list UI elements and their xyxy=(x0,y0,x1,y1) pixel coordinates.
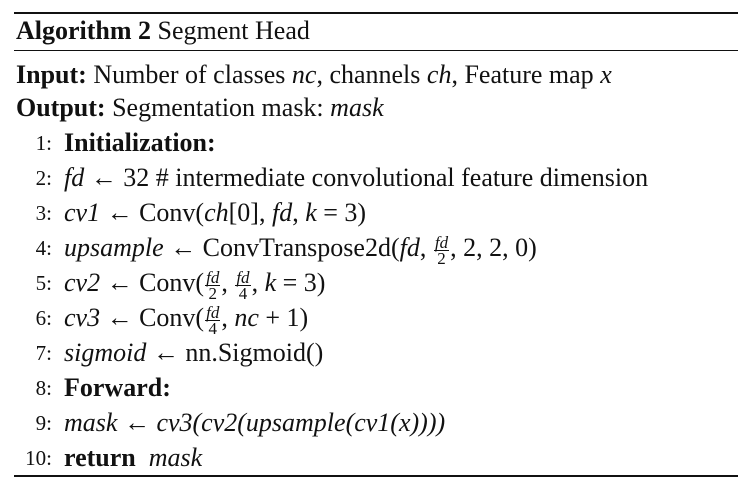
line-text: [0], xyxy=(228,198,272,227)
input-label: Input: xyxy=(16,60,87,89)
var-k: k xyxy=(305,198,317,227)
fraction-numerator: fd xyxy=(205,267,221,287)
algorithm-title: Algorithm 2 Segment Head xyxy=(16,16,310,46)
fraction-numerator: fd xyxy=(235,267,251,287)
function-name: nn.Sigmoid() xyxy=(185,338,324,367)
line-number: 2: xyxy=(35,166,52,190)
function-name: ConvTranspose2d( xyxy=(202,233,400,262)
var-fd: fd xyxy=(271,198,293,227)
line-text: , xyxy=(221,268,235,297)
line-text: + 1) xyxy=(258,303,309,332)
line-number: 4: xyxy=(35,236,52,260)
bottom-rule xyxy=(14,475,738,477)
fraction-numerator: fd xyxy=(433,232,450,252)
fraction-denominator: 2 xyxy=(437,248,446,268)
var-cv3: cv3 xyxy=(64,303,101,332)
input-text: , channels xyxy=(316,60,427,89)
line-text: , xyxy=(419,233,433,262)
function-name: Conv( xyxy=(139,268,205,297)
var-ch: ch xyxy=(426,60,452,89)
input-line: Input: Number of classes nc, channels ch… xyxy=(16,60,612,90)
title-rule xyxy=(14,50,738,51)
var-ch: ch xyxy=(204,198,229,227)
line-number: 5: xyxy=(35,271,52,295)
var-upsample: upsample xyxy=(64,233,164,262)
var-mask: mask xyxy=(148,443,203,472)
var-fd: fd xyxy=(64,163,85,192)
assign-arrow: ← xyxy=(100,303,140,332)
keyword-forward: Forward: xyxy=(64,373,171,402)
line-number: 10: xyxy=(25,446,52,470)
var-cv1: cv1 xyxy=(64,198,101,227)
top-rule xyxy=(14,12,738,14)
fraction-denominator: 4 xyxy=(208,318,217,338)
line-text: 32 # intermediate convolutional feature … xyxy=(123,163,649,192)
forward-expression: cv3(cv2(upsample(cv1(x)))) xyxy=(156,408,446,437)
var-mask: mask xyxy=(64,408,118,437)
line-number: 6: xyxy=(35,306,52,330)
function-name: Conv( xyxy=(139,198,205,227)
assign-arrow: ← xyxy=(146,338,186,367)
line-text: , xyxy=(251,268,265,297)
algorithm-name: Segment Head xyxy=(157,16,310,45)
output-line: Output: Segmentation mask: mask xyxy=(16,93,384,123)
input-text: Number of classes xyxy=(93,60,292,89)
var-cv2: cv2 xyxy=(64,268,101,297)
line-number: 1: xyxy=(35,131,52,155)
function-name: Conv( xyxy=(139,303,205,332)
keyword-initialization: Initialization: xyxy=(64,128,216,157)
fraction-denominator: 2 xyxy=(208,283,217,303)
input-text: , Feature map xyxy=(451,60,601,89)
assign-arrow: ← xyxy=(163,233,203,262)
output-text: Segmentation mask: xyxy=(112,93,331,122)
line-text: = 3) xyxy=(276,268,326,297)
line-text: , 2, 2, 0) xyxy=(450,233,537,262)
line-text: = 3) xyxy=(316,198,367,227)
fraction-numerator: fd xyxy=(205,302,221,322)
var-sigmoid: sigmoid xyxy=(64,338,147,367)
line-text: , xyxy=(292,198,306,227)
var-x: x xyxy=(600,60,612,89)
keyword-return: return xyxy=(64,443,136,472)
assign-arrow: ← xyxy=(100,268,140,297)
output-label: Output: xyxy=(16,93,106,122)
var-k: k xyxy=(264,268,277,297)
line-number: 8: xyxy=(35,376,52,400)
var-nc: nc xyxy=(291,60,317,89)
var-nc: nc xyxy=(234,303,259,332)
line-number: 9: xyxy=(35,411,52,435)
assign-arrow: ← xyxy=(84,163,124,192)
assign-arrow: ← xyxy=(100,198,140,227)
var-fd: fd xyxy=(399,233,420,262)
line-text: , xyxy=(221,303,235,332)
line-number: 3: xyxy=(35,201,52,225)
line-number: 7: xyxy=(35,341,52,365)
var-mask: mask xyxy=(330,93,384,122)
assign-arrow: ← xyxy=(117,408,157,437)
fraction-denominator: 4 xyxy=(238,283,248,303)
algorithm-label: Algorithm 2 xyxy=(16,16,152,45)
